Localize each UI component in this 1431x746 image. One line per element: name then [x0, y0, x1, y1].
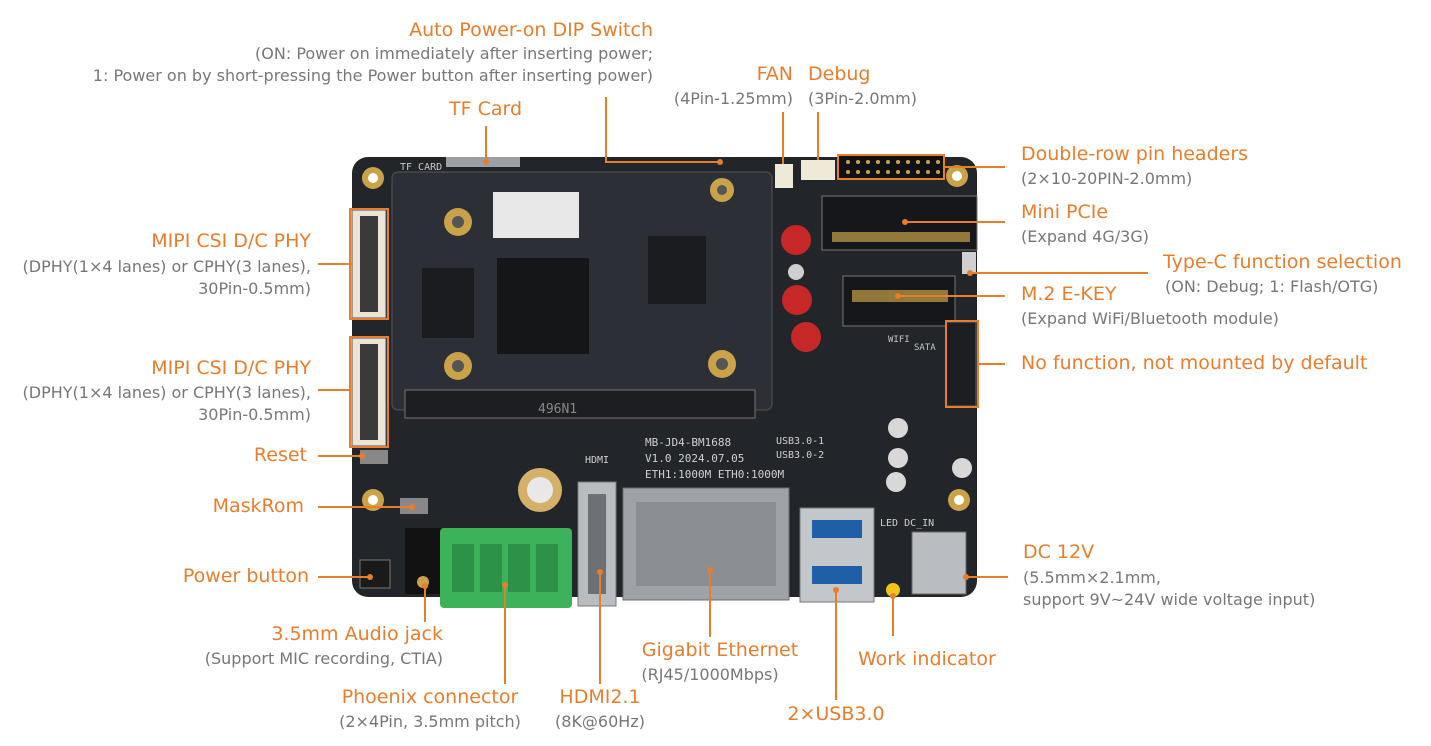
silk-tf-card: TF CARD [400, 162, 442, 173]
label-pin-headers-title: Double-row pin headers [1021, 143, 1249, 165]
work-led [886, 583, 900, 597]
label-fan-title: FAN [756, 63, 793, 85]
silk-hdmi: HDMI [585, 455, 609, 466]
label-hdmi-title: HDMI2.1 [559, 686, 641, 708]
label-dc-title: DC 12V [1023, 541, 1095, 563]
label-tf-card: TF Card [449, 98, 523, 120]
label-mini-pcie-title: Mini PCIe [1021, 201, 1109, 223]
highlight-pin-headers [837, 154, 945, 180]
label-audio-title: 3.5mm Audio jack [271, 623, 443, 645]
label-reset: Reset [253, 444, 307, 466]
reset-button-part [360, 450, 388, 464]
silk-eth: ETH1:1000M ETH0:1000M [645, 468, 784, 481]
highlight-mipi-1 [349, 208, 389, 320]
dc-jack-part [911, 531, 967, 595]
typec-dip-part [962, 252, 976, 274]
silk-usb1: USB3.0-1 [776, 436, 824, 447]
silk-sata: SATA [914, 343, 936, 353]
label-dip-switch-sub1: (ON: Power on immediately after insertin… [255, 44, 653, 63]
silk-board-version: V1.0 2024.07.05 [645, 452, 744, 465]
label-mipi2-title: MIPI CSI D/C PHY [151, 357, 311, 379]
silk-board-model: MB-JD4-BM1688 [645, 436, 731, 449]
label-m2-title: M.2 E-KEY [1021, 283, 1117, 305]
label-power-button: Power button [182, 565, 309, 587]
label-phoenix-title: Phoenix connector [341, 686, 519, 708]
label-mipi2-sub1: (DPHY(1×4 lanes) or CPHY(3 lanes), [22, 383, 312, 402]
module-socket [404, 389, 756, 419]
fan-connector [775, 164, 793, 188]
label-dc-sub1: (5.5mm×2.1mm, [1023, 568, 1161, 587]
debug-connector [801, 160, 835, 180]
label-mipi2-sub2: 30Pin-0.5mm) [198, 405, 311, 424]
capacitor-2 [782, 285, 812, 315]
label-mipi1-sub1: (DPHY(1×4 lanes) or CPHY(3 lanes), [22, 257, 312, 276]
label-dip-switch-sub2: 1: Power on by short-pressing the Power … [92, 66, 653, 85]
label-no-function: No function, not mounted by default [1021, 352, 1368, 374]
highlight-no-function [945, 320, 979, 408]
label-typec-sub: (ON: Debug; 1: Flash/OTG) [1165, 277, 1379, 296]
label-audio-sub: (Support MIC recording, CTIA) [204, 649, 443, 668]
flash-chip [648, 236, 706, 304]
highlight-mipi-2 [349, 336, 389, 448]
label-dc-sub2: support 9V~24V wide voltage input) [1023, 590, 1316, 609]
label-maskrom: MaskRom [212, 495, 304, 517]
label-mipi1-title: MIPI CSI D/C PHY [151, 230, 311, 252]
label-m2-sub: (Expand WiFi/Bluetooth module) [1021, 309, 1279, 328]
label-debug-sub: (3Pin-2.0mm) [808, 89, 917, 108]
label-fan-sub: (4Pin-1.25mm) [673, 89, 793, 108]
capacitor-1 [781, 225, 811, 255]
label-usb: 2×USB3.0 [787, 703, 885, 725]
ram-chip [422, 268, 474, 338]
label-mini-pcie-sub: (Expand 4G/3G) [1021, 227, 1149, 246]
label-typec-title: Type-C function selection [1163, 251, 1402, 273]
soc-chip [497, 258, 589, 354]
label-debug-title: Debug [808, 63, 871, 85]
label-hdmi-sub: (8K@60Hz) [555, 712, 645, 731]
power-button-part [359, 559, 391, 589]
label-pin-headers-sub: (2×10-20PIN-2.0mm) [1021, 169, 1193, 188]
label-work-indicator: Work indicator [858, 648, 996, 670]
label-ethernet-title: Gigabit Ethernet [641, 639, 799, 661]
silk-usb2: USB3.0-2 [776, 450, 824, 461]
silk-module-code: 496N1 [538, 402, 577, 417]
silk-wifi: WIFI [888, 335, 910, 345]
label-mipi1-sub2: 30Pin-0.5mm) [198, 279, 311, 298]
label-dip-switch-title: Auto Power-on DIP Switch [409, 19, 653, 41]
silk-led-dc: LED DC_IN [880, 518, 934, 529]
capacitor-3 [791, 322, 821, 352]
label-ethernet-sub: (RJ45/1000Mbps) [641, 665, 779, 684]
label-phoenix-sub: (2×4Pin, 3.5mm pitch) [339, 712, 521, 731]
leader-dip-switch [605, 97, 720, 163]
module-label-sticker [493, 192, 579, 238]
